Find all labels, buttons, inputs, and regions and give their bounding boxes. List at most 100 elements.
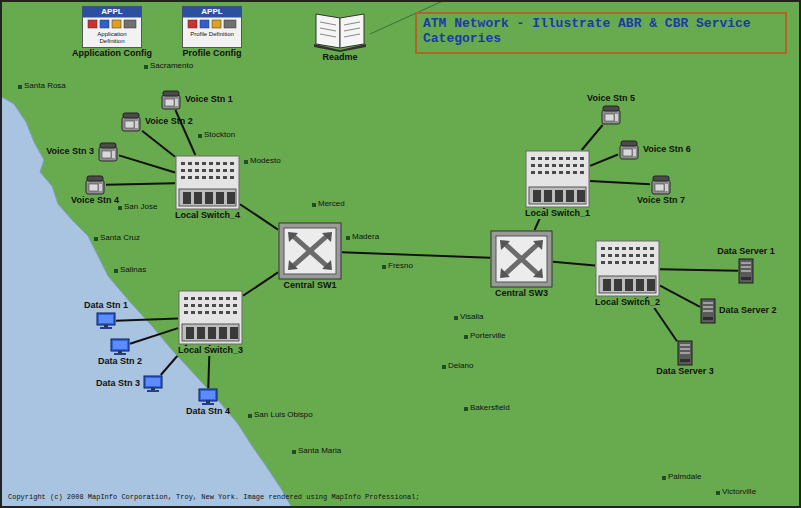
city-dot <box>292 450 296 454</box>
city-name: San Jose <box>124 203 157 212</box>
city-dot <box>18 85 22 89</box>
city-dot <box>248 414 252 418</box>
node-label: Voice Stn 5 <box>587 94 635 104</box>
monitor-icon <box>110 338 130 356</box>
network-link <box>142 131 175 157</box>
node-label: Data Server 2 <box>719 306 777 316</box>
local-switch: Local Switch_1 <box>525 150 590 208</box>
node-label: Voice Stn 2 <box>145 117 193 127</box>
city-name: Santa Cruz <box>100 234 140 243</box>
monitor-icon <box>96 312 116 330</box>
city-name: Palmdale <box>668 473 701 482</box>
local-switch: Local Switch_2 <box>595 240 660 297</box>
city-dot <box>312 203 316 207</box>
diagram-title: ATM Network - Illustrate ABR & CBR Servi… <box>423 17 779 47</box>
city-dot <box>244 160 248 164</box>
central-switch: Central SW3 <box>490 230 553 288</box>
node-label: Readme <box>322 53 357 63</box>
switch-icon <box>525 150 590 208</box>
network-link <box>119 155 175 172</box>
node-label: Application Config <box>72 49 152 59</box>
node-label: Voice Stn 1 <box>185 95 233 105</box>
title-box: ATM Network - Illustrate ABR & CBR Servi… <box>415 12 787 54</box>
local-switch: Local Switch_3 <box>178 290 243 345</box>
node-label: Data Stn 1 <box>84 301 128 311</box>
phone-icon <box>160 90 182 110</box>
network-link <box>342 252 490 258</box>
city-dot <box>346 236 350 240</box>
node-label: Local Switch_3 <box>176 346 245 356</box>
node-label: Profile Config <box>183 49 242 59</box>
node-label: Voice Stn 6 <box>643 145 691 155</box>
city-name: Santa Rosa <box>24 82 66 91</box>
switch-icon <box>175 155 240 210</box>
node-label: Local Switch_2 <box>593 298 662 308</box>
data-station: Data Stn 4 <box>198 388 218 406</box>
node-label: Local Switch_4 <box>175 211 240 221</box>
central-icon <box>278 222 342 280</box>
network-link <box>240 204 278 229</box>
city-dot <box>198 134 202 138</box>
network-link <box>582 125 603 150</box>
voice-station: Voice Stn 3 <box>97 142 119 162</box>
node-label: Data Stn 3 <box>96 379 140 389</box>
network-link <box>590 154 618 165</box>
city-name: Delano <box>448 362 473 371</box>
city-dot <box>144 65 148 69</box>
node-label: Local Switch_1 <box>523 209 592 219</box>
voice-station: Voice Stn 2 <box>120 112 142 132</box>
city-name: Porterville <box>470 332 506 341</box>
city-dot <box>662 476 666 480</box>
network-link <box>590 181 650 184</box>
node-label: Data Stn 4 <box>186 407 230 417</box>
node-label: Central SW1 <box>283 281 336 291</box>
voice-station: Voice Stn 5 <box>600 105 622 125</box>
city-name: Madera <box>352 233 379 242</box>
network-link <box>660 286 700 307</box>
phone-icon <box>650 175 672 195</box>
network-link <box>660 269 738 271</box>
object-caption: Application Definition <box>82 31 142 45</box>
monitor-icon <box>198 388 218 406</box>
central-switch: Central SW1 <box>278 222 342 280</box>
readme-icon: Readme <box>312 6 368 52</box>
data-server: Data Server 1 <box>738 258 754 284</box>
city-name: Sacramento <box>150 62 193 71</box>
ocean <box>0 96 292 508</box>
city-dot <box>464 335 468 339</box>
city-dot <box>716 491 720 495</box>
city-dot <box>464 407 468 411</box>
city-dot <box>114 269 118 273</box>
copyright-note: Copyright (c) 2008 MapInfo Corporation, … <box>8 494 420 502</box>
phone-icon <box>120 112 142 132</box>
city-dots <box>18 65 720 495</box>
book-icon <box>312 6 368 52</box>
city-dot <box>454 316 458 320</box>
config-object: APPLApplication DefinitionApplication Co… <box>82 6 142 48</box>
central-icon <box>490 230 553 288</box>
city-name: San Luis Obispo <box>254 411 313 420</box>
node-label: Data Stn 2 <box>98 357 142 367</box>
voice-station: Voice Stn 1 <box>160 90 182 110</box>
city-name: Fresno <box>388 262 413 271</box>
network-link <box>116 319 178 321</box>
data-server: Data Server 2 <box>700 298 716 324</box>
city-dot <box>382 265 386 269</box>
city-name: Merced <box>318 200 345 209</box>
network-link <box>106 183 175 185</box>
server-icon <box>700 298 716 324</box>
city-name: Bakersfield <box>470 404 510 413</box>
phone-icon <box>84 175 106 195</box>
network-link <box>243 272 278 295</box>
phone-icon <box>97 142 119 162</box>
node-label: Voice Stn 3 <box>46 147 94 157</box>
voice-station: Voice Stn 6 <box>618 140 640 160</box>
switch-icon <box>178 290 243 345</box>
city-dot <box>118 206 122 210</box>
data-station: Data Stn 1 <box>96 312 116 330</box>
network-link <box>130 328 178 344</box>
local-switch: Local Switch_4 <box>175 155 240 210</box>
